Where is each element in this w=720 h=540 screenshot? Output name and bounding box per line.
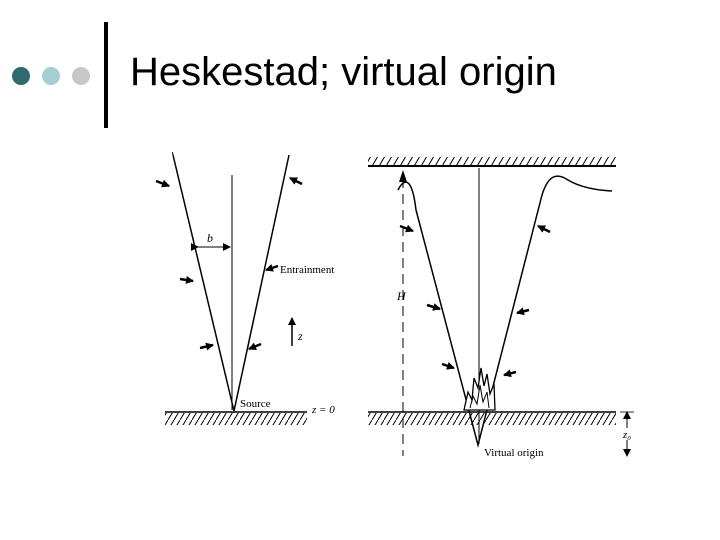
- entrainment-arrow: [503, 369, 517, 378]
- entrainment-arrow: [199, 342, 214, 351]
- entrainment-arrow: [516, 307, 530, 316]
- entrainment-arrow: [537, 224, 551, 234]
- page-title: Heskestad; virtual origin: [130, 50, 557, 94]
- entrainment-arrow: [426, 303, 441, 311]
- bullet-dot-light-blue: [42, 67, 60, 85]
- entrainment-label: Entrainment: [280, 264, 334, 276]
- ground-hatch-left: [165, 413, 307, 425]
- bullet-dot-gray: [72, 67, 90, 85]
- entrainment-arrow: [441, 361, 455, 370]
- entrainment-arrow: [399, 224, 414, 233]
- entrainment-arrow: [155, 179, 170, 188]
- offset-label: z₀: [622, 429, 631, 441]
- height-label: H: [396, 289, 407, 303]
- floor-hatch: [368, 413, 616, 425]
- width-label: b: [207, 231, 213, 245]
- entrainment-arrow: [179, 275, 194, 284]
- height-axis-label: z: [297, 329, 303, 343]
- right-plume-diagram: H Virtual origin z₀: [368, 157, 634, 459]
- source-label: Source: [240, 398, 271, 410]
- title-divider: [104, 22, 108, 128]
- plume-edge-left: [172, 154, 235, 412]
- plume-edge-right: [233, 154, 290, 412]
- left-plume-diagram: b Entrainment z Source z = 0: [155, 149, 335, 425]
- ground-label: z = 0: [311, 404, 335, 416]
- entrainment-arrow: [248, 342, 262, 351]
- entrainment-arrow: [289, 176, 303, 186]
- entrainment-arrow: [265, 263, 279, 272]
- bullet-dot-dark: [12, 67, 30, 85]
- ceiling-hatch: [368, 157, 616, 166]
- plume-profile: [397, 175, 613, 448]
- virtual-origin-label: Virtual origin: [484, 447, 544, 459]
